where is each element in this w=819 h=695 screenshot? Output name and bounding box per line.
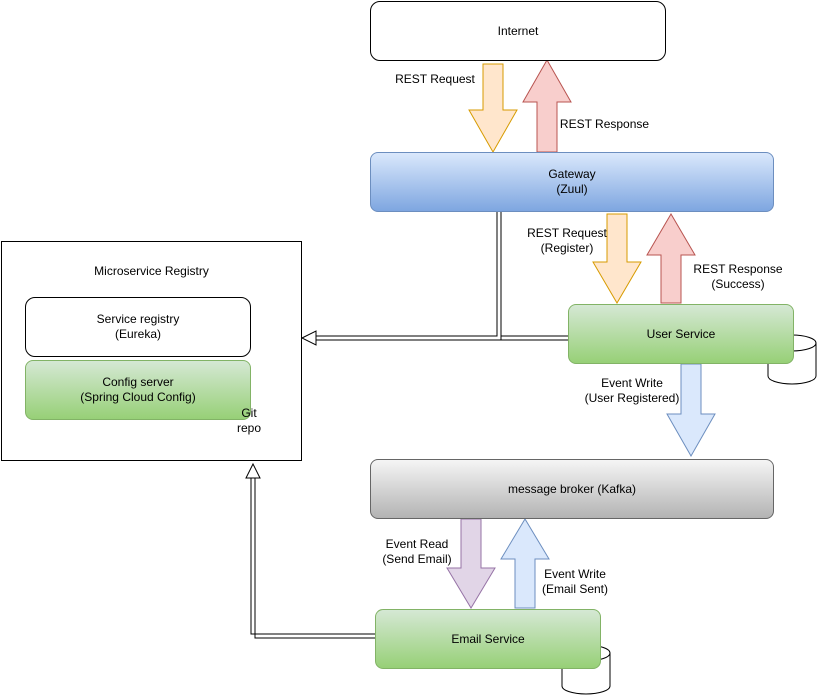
event-write-label-1: Event Write (User Registered) [584,376,680,405]
gateway-label: Gateway [548,167,596,181]
config-server-label: Config server [102,375,174,389]
user-service-node: User Service [568,304,794,364]
event-read-arrow [446,518,496,609]
event-write-arrow-2 [500,518,550,609]
email-service-label: Email Service [451,631,525,646]
event-read-label: Event Read (Send Email) [382,537,452,566]
event-write-arrow-1 [666,363,716,458]
rest-request-arrow-2 [592,213,642,304]
config-server-node: Config server (Spring Cloud Config) [25,360,251,420]
internet-label: Internet [497,23,539,38]
gateway-sublabel: (Zuul) [556,182,588,196]
service-registry-node: Service registry (Eureka) [25,297,251,357]
event-write-label-2: Event Write (Email Sent) [541,567,609,596]
rest-response-label-2: REST Response (Success) [693,262,783,291]
git-repo-label: Git repo [236,406,262,435]
config-server-sublabel: (Spring Cloud Config) [80,390,196,404]
gateway-node: Gateway (Zuul) [370,152,774,212]
gateway-registry-connector [300,212,568,346]
email-registry-connector [245,462,375,639]
rest-request-arrow-1 [468,63,518,154]
message-broker-label: message broker (Kafka) [507,481,637,496]
user-service-label: User Service [646,326,716,341]
rest-response-arrow-1 [522,58,572,153]
internet-node: Internet [370,1,666,61]
registry-title: Microservice Registry [94,264,209,278]
rest-request-label-1: REST Request [395,72,475,86]
service-registry-label: Service registry [96,312,180,326]
microservice-registry-container: Microservice Registry [1,241,302,461]
rest-request-label-2: REST Request (Register) [527,226,607,255]
service-registry-sublabel: (Eureka) [114,327,161,341]
rest-response-label-1: REST Response [559,117,650,131]
rest-response-arrow-2 [646,213,696,304]
email-service-node: Email Service [375,609,601,669]
message-broker-node: message broker (Kafka) [370,459,774,519]
